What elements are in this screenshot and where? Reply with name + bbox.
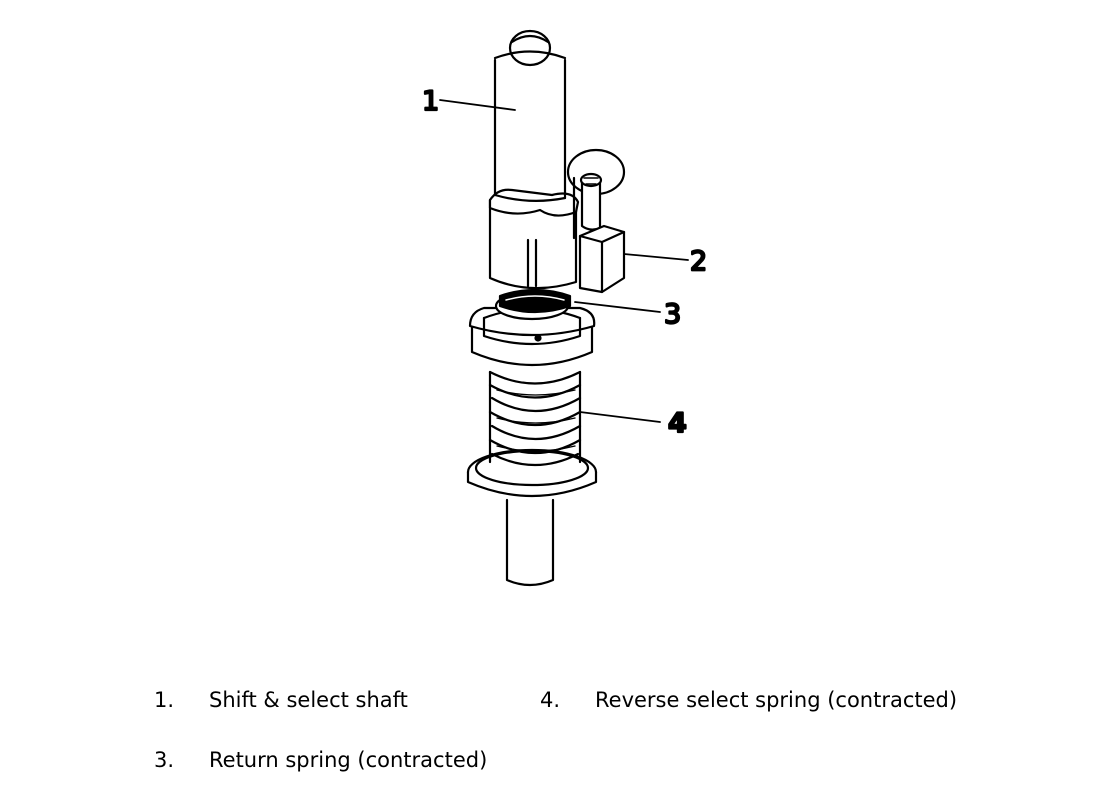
lower-shaft (505, 498, 555, 587)
leader-line-1 (439, 99, 516, 111)
legend-number: 3. (154, 748, 175, 772)
callout-2: 2 (690, 246, 707, 277)
return-spring (498, 288, 572, 314)
legend-label: Return spring (contracted) (209, 748, 488, 772)
legend-label: Shift & select shaft (209, 688, 408, 712)
callout-4: 4 (668, 408, 687, 439)
shift-block (488, 188, 580, 290)
legend-number: 4. (540, 688, 561, 712)
shift-shaft-diagram: 1 2 3 4 (421, 29, 708, 587)
legend-number: 1. (154, 688, 175, 712)
leader-lines (439, 99, 689, 423)
legend-label: Reverse select spring (contracted) (595, 688, 958, 712)
upper-shaft (493, 29, 567, 202)
callout-1: 1 (422, 86, 439, 117)
leader-line-2 (623, 253, 689, 261)
lower-flange (466, 448, 598, 498)
leader-line-3 (574, 301, 661, 313)
leader-line-4 (579, 411, 661, 423)
select-lever (566, 148, 626, 294)
callout-3: 3 (664, 299, 681, 330)
reverse-select-spring (488, 370, 582, 467)
